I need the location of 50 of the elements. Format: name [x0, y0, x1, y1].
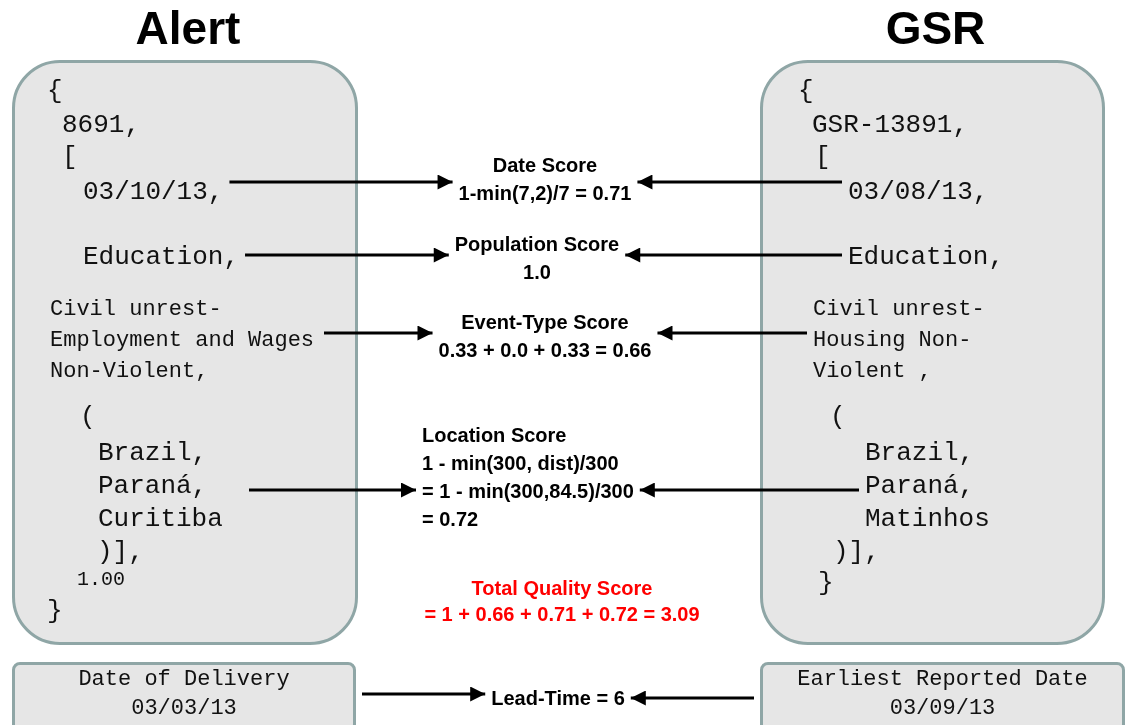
code-text: 03/08/13,	[848, 177, 989, 207]
code-text: 8691,	[62, 110, 140, 140]
code-text: Brazil, Paraná, Curitiba	[98, 437, 243, 536]
box-heading: Earliest Reported Date	[796, 666, 1089, 694]
panel-title: GSR	[884, 1, 987, 55]
code-text: {	[798, 76, 814, 106]
code-text: 03/10/13,	[83, 177, 224, 207]
code-text: }	[47, 596, 63, 626]
code-text: [	[815, 142, 831, 172]
code-text: )],	[833, 537, 880, 567]
arrow	[362, 686, 486, 702]
code-text: [	[62, 142, 78, 172]
code-text: Civil unrest- Employment and Wages Non-Violent,	[50, 294, 318, 387]
score-heading: Event-Type Score	[460, 310, 630, 335]
rounded-box	[760, 662, 1125, 725]
total-score-heading: Total Quality Score	[471, 577, 653, 600]
code-text: }	[818, 568, 834, 598]
score-heading: Location Score	[422, 423, 568, 448]
panel-title: Alert	[134, 1, 242, 55]
score-formula: 0.33 + 0.0 + 0.33 = 0.66	[438, 338, 652, 363]
score-formula: 1.0	[522, 260, 552, 285]
code-text: )],	[97, 537, 144, 567]
code-text: Education,	[848, 242, 1005, 272]
score-heading: Date Score	[491, 153, 599, 178]
score-heading: Population Score	[454, 232, 620, 257]
code-text: (	[80, 402, 96, 432]
arrow	[637, 174, 842, 190]
code-text: 1.00	[77, 568, 125, 591]
arrow	[657, 325, 807, 341]
score-formula: 1-min(7,2)/7 = 0.71	[458, 181, 632, 206]
arrow	[249, 482, 416, 498]
date-text: 03/03/13	[130, 695, 238, 723]
score-formula: 1 - min(300, dist)/300 = 1 - min(300,84.5)/300 = 0.72	[422, 451, 634, 532]
code-text: (	[830, 402, 846, 432]
code-text: Civil unrest- Housing Non-Violent ,	[813, 294, 989, 387]
code-text: Education,	[83, 242, 240, 272]
code-text: Brazil, Paraná, Matinhos	[865, 437, 1010, 536]
score-heading: Lead-Time = 6	[491, 686, 625, 711]
date-text: 03/09/13	[888, 695, 997, 723]
arrow	[625, 247, 842, 263]
arrow	[245, 247, 449, 263]
code-text: {	[47, 76, 63, 106]
box-heading: Date of Delivery	[77, 666, 291, 694]
arrow	[324, 325, 433, 341]
arrow	[630, 690, 754, 706]
total-score-formula: = 1 + 0.66 + 0.71 + 0.72 = 3.09	[424, 603, 700, 626]
arrow	[639, 482, 859, 498]
arrow	[229, 174, 453, 190]
code-text: GSR-13891,	[812, 110, 969, 140]
rounded-box	[12, 662, 356, 725]
